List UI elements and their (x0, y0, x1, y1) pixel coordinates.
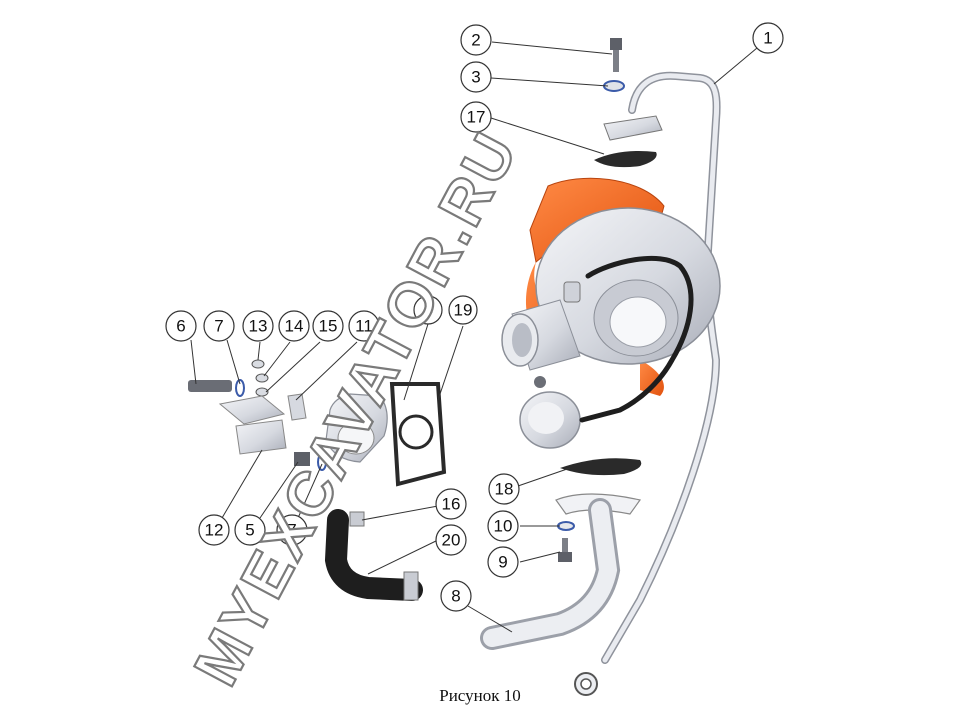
bracket-12 (218, 395, 286, 425)
callout-number: 15 (319, 317, 338, 336)
callout-20: 20 (435, 524, 467, 556)
intake-elbow-4 (325, 382, 447, 487)
callout-number: 20 (442, 531, 461, 550)
callout-3: 3 (460, 61, 492, 93)
callout-number: 7 (287, 521, 296, 540)
callout-10: 10 (487, 510, 519, 542)
callout-8: 8 (440, 580, 472, 612)
callout-17: 17 (460, 101, 492, 133)
callout-15: 15 (312, 310, 344, 342)
callout-7: 7 (203, 310, 235, 342)
callout-16: 16 (435, 488, 467, 520)
callout-number: 9 (498, 553, 507, 572)
callout-number: 10 (494, 517, 513, 536)
bolt-9 (558, 538, 572, 562)
callout-19: 19 (448, 295, 478, 325)
flange-17 (594, 115, 663, 168)
callout-number: 1 (763, 29, 772, 48)
hose-20 (324, 509, 423, 601)
callout-number: 11 (355, 317, 373, 336)
callout-12: 12 (198, 514, 230, 546)
washer-10 (557, 521, 575, 531)
callout-number: 19 (454, 301, 473, 320)
clamp-16 (349, 511, 365, 527)
washer-7 (235, 379, 245, 397)
bracket-group (188, 359, 327, 471)
callout-number: 3 (471, 68, 480, 87)
callout-number: 5 (245, 521, 254, 540)
bracket-11 (287, 393, 307, 421)
callout-13: 13 (242, 310, 274, 342)
callout-number: 13 (249, 317, 268, 336)
callout-number: 17 (467, 108, 486, 127)
callout-number: 2 (471, 31, 480, 50)
callout-11: 11 (348, 310, 380, 342)
callout-1: 1 (752, 22, 784, 54)
callout-number: 18 (495, 480, 514, 499)
callout-4: 4 (413, 295, 443, 325)
leader-lines (190, 41, 758, 633)
callout-number: 14 (285, 317, 304, 336)
turbocharger (501, 177, 721, 449)
callout-number: 12 (205, 521, 224, 540)
callout-number: 16 (442, 495, 461, 514)
callout-5: 5 (234, 514, 266, 546)
drain-pipe-8 (480, 493, 642, 650)
bolt-6 (188, 380, 232, 392)
callout-number: 8 (451, 587, 460, 606)
callout-6: 6 (165, 310, 197, 342)
nut-13 (251, 359, 265, 369)
callout-18: 18 (488, 473, 520, 505)
figure-caption: Рисунок 10 (439, 686, 521, 705)
callout-14: 14 (278, 310, 310, 342)
gasket-18 (560, 458, 642, 476)
callout-number: 6 (176, 317, 185, 336)
callout-number: 4 (423, 301, 432, 320)
callout-number: 7 (214, 317, 223, 336)
bolt-2 (610, 38, 622, 72)
washer-14 (255, 373, 269, 383)
callout-9: 9 (487, 546, 519, 578)
callout-7b: 7 (276, 514, 308, 546)
callout-2: 2 (460, 24, 492, 56)
